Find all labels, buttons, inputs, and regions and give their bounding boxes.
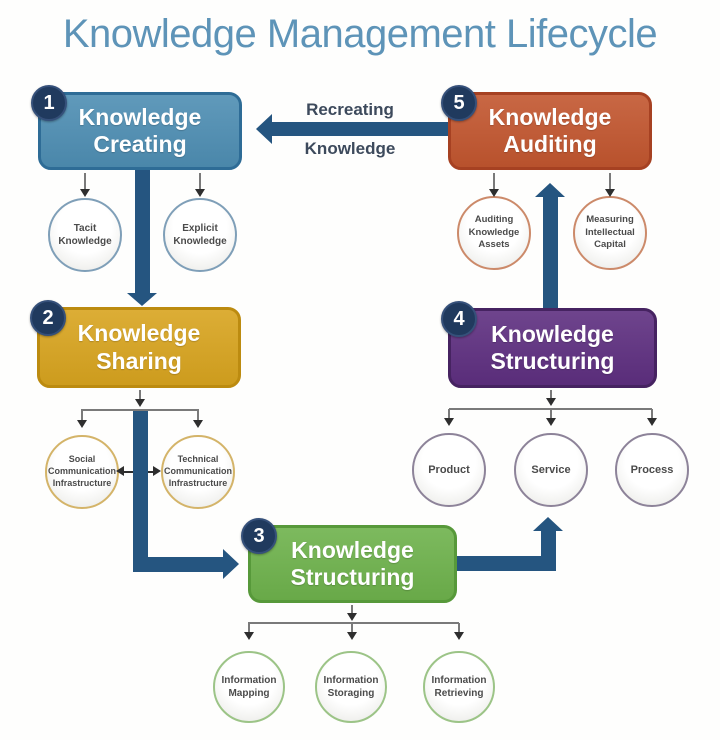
node-process: Process <box>615 433 689 507</box>
node-information-storaging: Information Storaging <box>315 651 387 723</box>
connector-line <box>550 409 552 418</box>
connector-line <box>139 390 141 399</box>
arrow-left-icon <box>256 114 272 144</box>
arrow-down-icon <box>244 632 254 640</box>
arrow-down-icon <box>647 418 657 426</box>
node-technical-communication-infrastructure: Technical Communication Infrastructure <box>161 435 235 509</box>
arrow-shaft <box>135 170 150 293</box>
arrow-shaft <box>133 557 223 572</box>
arrow-shaft <box>457 556 556 571</box>
connector-line <box>81 410 83 420</box>
connector-line <box>609 173 611 189</box>
arrow-down-icon <box>80 189 90 197</box>
stage-4-number-badge: 4 <box>441 301 477 337</box>
connector-line <box>493 173 495 189</box>
stage-5-number-badge: 5 <box>441 85 477 121</box>
connector-line <box>81 409 199 411</box>
node-tacit-knowledge: Tacit Knowledge <box>48 198 122 272</box>
arrow-down-icon <box>347 632 357 640</box>
stage-box-knowledge-auditing: 5 Knowledge Auditing <box>441 85 652 170</box>
arrow-down-icon <box>127 293 157 306</box>
arrow-down-icon <box>546 418 556 426</box>
node-product: Product <box>412 433 486 507</box>
node-explicit-knowledge: Explicit Knowledge <box>163 198 237 272</box>
page-title: Knowledge Management Lifecycle <box>62 12 658 56</box>
recreating-arrow-label-bottom: Knowledge <box>304 139 396 158</box>
arrow-left-icon <box>116 466 124 476</box>
stage-2-number-badge: 2 <box>30 300 66 336</box>
arrow-down-icon <box>546 398 556 406</box>
stage-box-knowledge-structuring-green: 3 Knowledge Structuring <box>241 518 457 603</box>
node-auditing-knowledge-assets: Auditing Knowledge Assets <box>457 196 531 270</box>
arrow-right-icon <box>153 466 161 476</box>
connector-line <box>84 173 86 189</box>
node-service: Service <box>514 433 588 507</box>
connector-line <box>351 605 353 613</box>
arrow-up-icon <box>533 517 563 531</box>
stage-box-knowledge-creating: 1 Knowledge Creating <box>31 85 242 170</box>
arrow-down-icon <box>454 632 464 640</box>
arrow-down-icon <box>135 399 145 407</box>
arrow-down-icon <box>605 189 615 197</box>
node-information-mapping: Information Mapping <box>213 651 285 723</box>
stage-4-label: Knowledge Structuring <box>490 320 615 374</box>
connector-line <box>199 173 201 189</box>
arrow-shaft <box>272 122 448 136</box>
stage-3-label: Knowledge Structuring <box>290 536 415 590</box>
node-information-retrieving: Information Retrieving <box>423 651 495 723</box>
stage-1-label: Knowledge Creating <box>78 103 202 157</box>
connector-line <box>550 390 552 398</box>
arrow-down-icon <box>444 418 454 426</box>
stage-1-number-badge: 1 <box>31 85 67 121</box>
arrow-down-icon <box>489 189 499 197</box>
recreating-arrow-label-top: Recreating <box>306 100 394 119</box>
connector-line <box>248 622 459 624</box>
connector-line <box>449 408 652 410</box>
arrow-shaft <box>543 197 558 308</box>
node-social-communication-infrastructure: Social Communication Infrastructure <box>45 435 119 509</box>
arrow-shaft <box>541 531 556 571</box>
arrow-shaft <box>133 411 148 572</box>
stage-3-number-badge: 3 <box>241 518 277 554</box>
node-measuring-intellectual-capital: Measuring Intellectual Capital <box>573 196 647 270</box>
stage-2-label: Knowledge Sharing <box>77 320 201 374</box>
arrow-down-icon <box>195 189 205 197</box>
connector-line <box>458 623 460 632</box>
connector-line <box>197 410 199 420</box>
arrow-down-icon <box>77 420 87 428</box>
connector-line <box>448 409 450 418</box>
arrow-right-icon <box>223 549 239 579</box>
stage-box-knowledge-sharing: 2 Knowledge Sharing <box>30 300 241 388</box>
connector-line <box>651 409 653 418</box>
connector-line <box>351 623 353 632</box>
arrow-down-icon <box>193 420 203 428</box>
connector-line <box>248 623 250 632</box>
arrow-up-icon <box>535 183 565 197</box>
arrow-down-icon <box>347 613 357 621</box>
stage-5-label: Knowledge Auditing <box>488 103 612 157</box>
stage-box-knowledge-structuring-purple: 4 Knowledge Structuring <box>441 301 657 388</box>
